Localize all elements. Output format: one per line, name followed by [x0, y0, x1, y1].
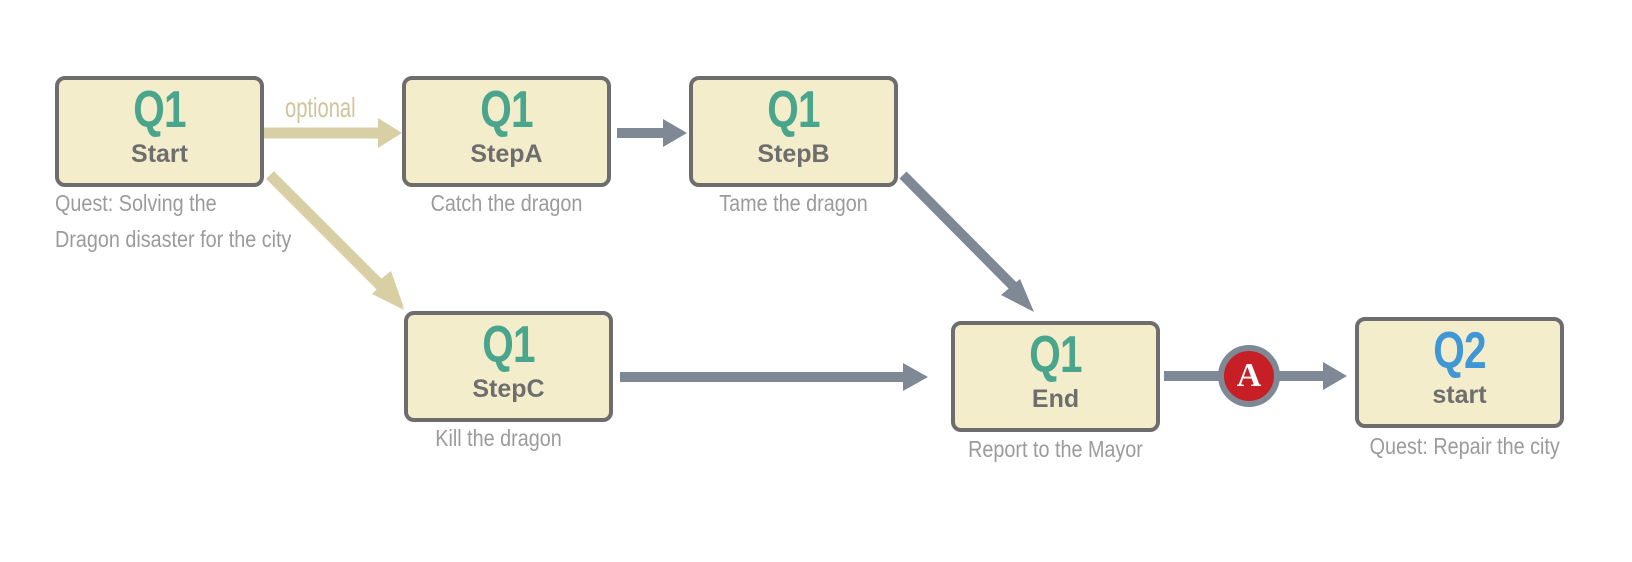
node-name: start [1432, 381, 1487, 409]
node-q1-stepc[interactable]: Q1 StepC [404, 311, 613, 422]
caption-q1-start-line2: Dragon disaster for the city [55, 226, 292, 252]
quest-id: Q2 [1433, 322, 1486, 380]
node-name: StepB [757, 140, 830, 168]
quest-id: Q1 [482, 316, 535, 374]
node-q1-end[interactable]: Q1 End [951, 321, 1160, 432]
node-q1-stepb[interactable]: Q1 StepB [689, 76, 898, 187]
caption-q1-start-line1: Quest: Solving the [55, 190, 217, 216]
node-q1-start[interactable]: Q1 Start [55, 76, 264, 187]
edge-stepb-to-end [899, 171, 1034, 312]
quest-id: Q1 [133, 81, 186, 139]
quest-id: Q1 [767, 81, 820, 139]
node-name: StepC [472, 375, 545, 403]
node-name: End [1031, 385, 1080, 413]
caption-q2-start: Quest: Repair the city [1369, 433, 1560, 459]
caption-q1-stepc: Kill the dragon [435, 425, 562, 451]
node-q2-start[interactable]: Q2 start [1355, 317, 1564, 428]
caption-q1-stepb: Tame the dragon [719, 190, 868, 216]
edge-marker-a: A [1218, 345, 1280, 407]
node-name: Start [131, 140, 188, 168]
caption-q1-end: Report to the Mayor [968, 436, 1143, 462]
quest-id: Q1 [1029, 326, 1082, 384]
edge-label-optional: optional [285, 92, 356, 123]
node-q1-stepa[interactable]: Q1 StepA [402, 76, 611, 187]
edge-stepa-to-stepb [617, 119, 687, 147]
quest-id: Q1 [480, 81, 533, 139]
node-name: StepA [470, 140, 543, 168]
edge-start-to-stepc [266, 171, 404, 310]
edge-stepc-to-end [620, 363, 928, 391]
caption-q1-stepa: Catch the dragon [430, 190, 583, 216]
edge-start-to-stepa [264, 118, 402, 148]
